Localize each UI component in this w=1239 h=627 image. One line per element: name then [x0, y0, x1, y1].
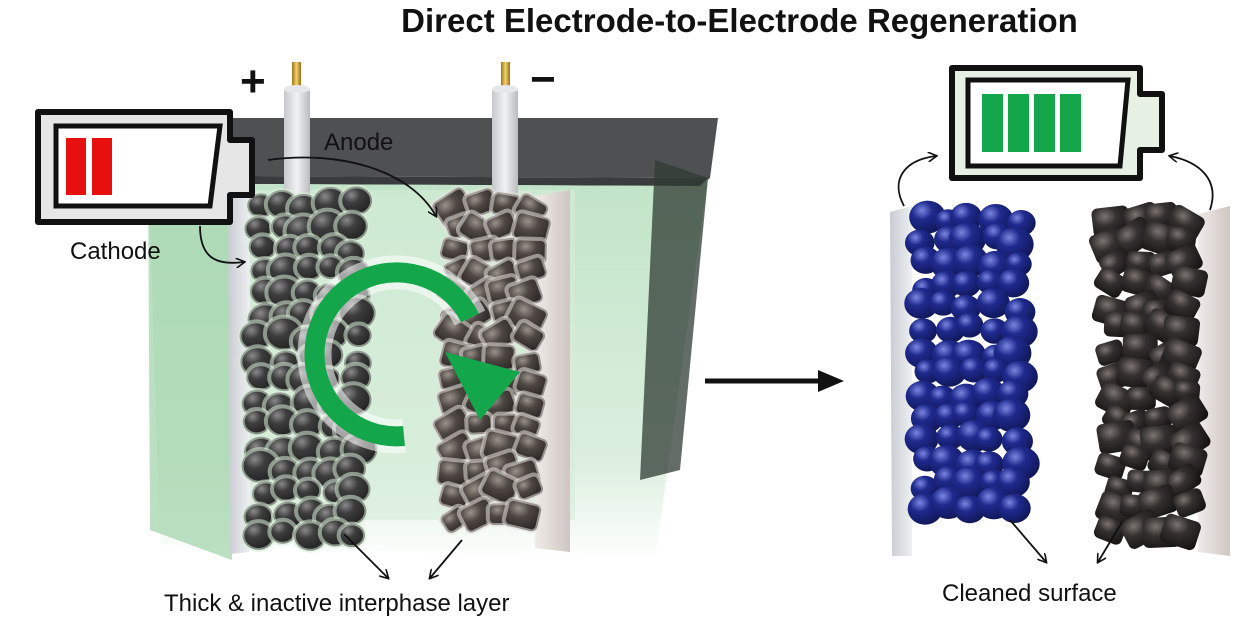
electrode-particle	[1144, 406, 1173, 430]
cathode-particles-clean	[904, 200, 1040, 525]
anode-particles-coated	[430, 185, 553, 536]
positive-sign: +	[240, 57, 266, 106]
right-arrow-icon	[705, 370, 844, 392]
electrode-particle	[951, 270, 981, 297]
electrode-particle	[1164, 288, 1201, 323]
electrode-particle	[980, 318, 1009, 344]
interphase-label: Thick & inactive interphase layer	[164, 590, 510, 617]
diagram-title: Direct Electrode-to-Electrode Regenerati…	[401, 2, 1078, 39]
cleaned-pointer-right	[1098, 521, 1123, 562]
electrode-particle	[343, 321, 374, 350]
electrode-particle	[929, 290, 958, 316]
electrode-particle	[932, 356, 967, 387]
cathode-to-battery-arrow	[897, 156, 936, 207]
electrode-particle	[1166, 463, 1202, 497]
regenerated-cathode-collector	[890, 206, 912, 556]
electrode-particle	[904, 288, 939, 319]
electrode-particle	[509, 318, 548, 354]
electrode-particle	[1173, 488, 1206, 518]
electrode-particle	[975, 426, 1003, 452]
electrode-particle	[512, 472, 546, 503]
electrode-particle	[1095, 339, 1126, 366]
electrode-particle	[976, 269, 1005, 295]
electrode-particle	[1093, 515, 1127, 545]
electrode-particle	[1118, 311, 1153, 341]
electrode-particle	[1170, 265, 1209, 298]
cleaned-pointer-left	[1009, 519, 1046, 562]
negative-sign: −	[530, 55, 556, 104]
electrode-particle	[995, 227, 1034, 262]
electrode-particle	[1127, 386, 1156, 411]
electrode-particle	[1159, 513, 1201, 551]
electrode-particle	[336, 521, 368, 550]
anode-to-battery-arrow	[1170, 156, 1214, 211]
electrode-particle	[996, 467, 1030, 498]
anode-pointer-arrow	[267, 156, 436, 216]
anode-particles-clean	[1088, 201, 1211, 551]
electrode-particle	[936, 424, 965, 450]
cleaned-surface-label: Cleaned surface	[942, 580, 1117, 607]
electrode-particle	[1119, 443, 1150, 471]
regenerated-anode-collector	[1198, 206, 1230, 556]
electrode-particle	[955, 312, 984, 338]
electrode-particle	[1139, 424, 1180, 458]
negative-terminal-rod	[492, 62, 518, 206]
electrode-particle	[1094, 452, 1127, 481]
full-battery-icon	[949, 65, 1165, 181]
electrode-particle	[997, 268, 1030, 298]
electrode-particle	[976, 288, 1010, 319]
electrode-particle	[971, 377, 1005, 408]
electrode-particle	[992, 398, 1031, 432]
electrode-particle	[246, 232, 279, 262]
cathode-pointer-arrow	[199, 225, 244, 263]
electrode-particle	[1167, 442, 1208, 478]
anode-current-collector	[535, 190, 570, 552]
electrode-particle	[959, 356, 989, 383]
electrode-particle	[1095, 381, 1137, 420]
cathode-label: Cathode	[70, 238, 161, 265]
low-battery-icon	[35, 109, 255, 225]
electrode-particle	[267, 517, 299, 546]
interphase-pointer-left	[343, 533, 388, 578]
electrode-particle	[1093, 266, 1127, 298]
cell-lid	[220, 118, 718, 178]
electrode-particle	[952, 466, 989, 499]
interphase-pointer-right	[430, 539, 463, 578]
electrode-particle	[998, 493, 1031, 523]
positive-terminal-rod	[284, 62, 310, 206]
circular-arrow-icon	[297, 255, 520, 454]
electrode-particle	[909, 318, 937, 344]
electrode-particle	[501, 496, 544, 534]
anode-label: Anode	[324, 129, 394, 156]
